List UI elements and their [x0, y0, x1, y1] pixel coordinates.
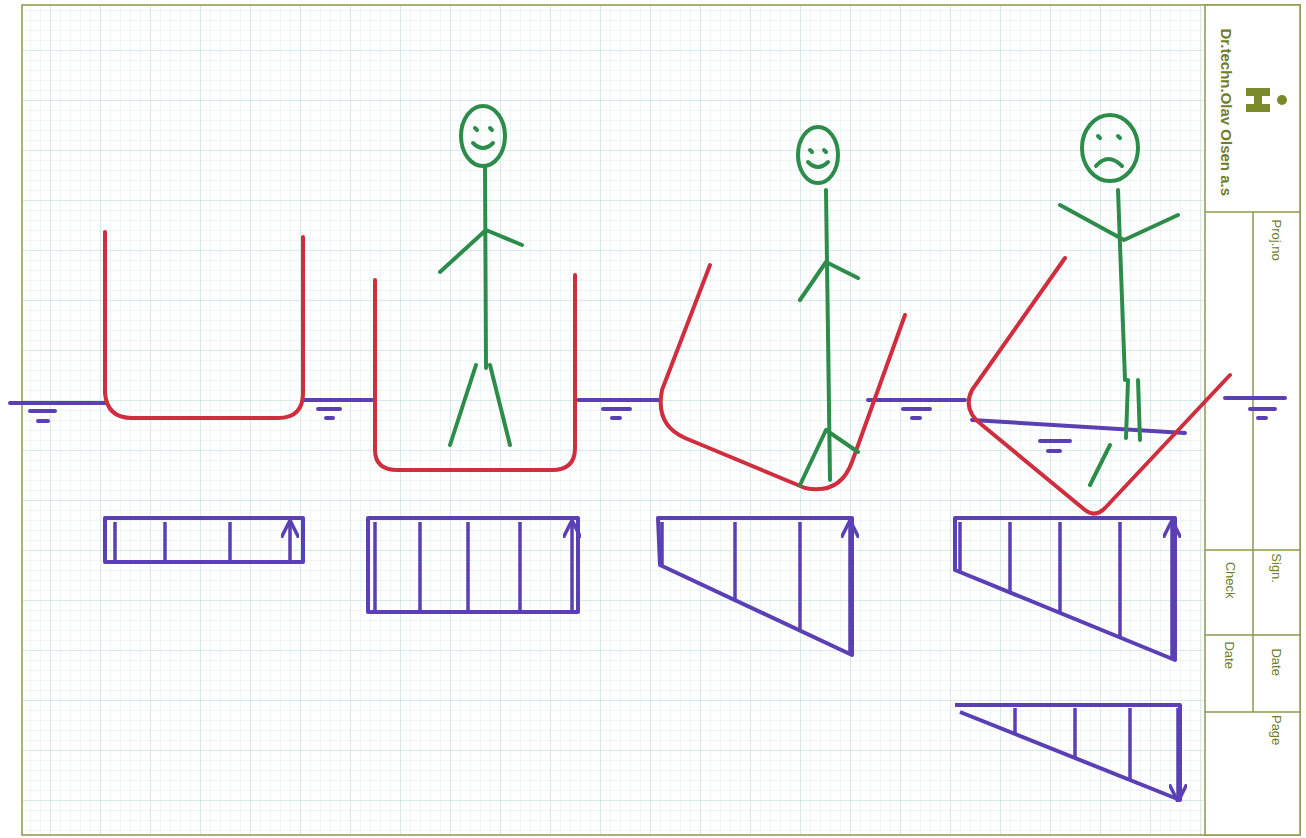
stick-figures — [440, 106, 1178, 485]
pressure-diagrams — [105, 518, 1180, 800]
water-lines — [10, 398, 1285, 451]
hull-sections — [105, 232, 1230, 514]
pressure-arrows — [115, 522, 1178, 800]
company-name: Dr.techn.Olav Olsen a.s — [1218, 28, 1235, 196]
graph-paper — [22, 5, 1300, 835]
company-logo — [1246, 88, 1287, 112]
field-label: Page — [1269, 715, 1283, 745]
field-label: Date — [1222, 641, 1236, 668]
title-block — [1205, 5, 1300, 835]
field-label: Sign. — [1269, 553, 1283, 583]
field-label: Check — [1222, 562, 1236, 599]
sheet-frame — [22, 5, 1300, 835]
field-label: Proj.no — [1269, 219, 1283, 260]
field-label: Date — [1269, 648, 1283, 675]
